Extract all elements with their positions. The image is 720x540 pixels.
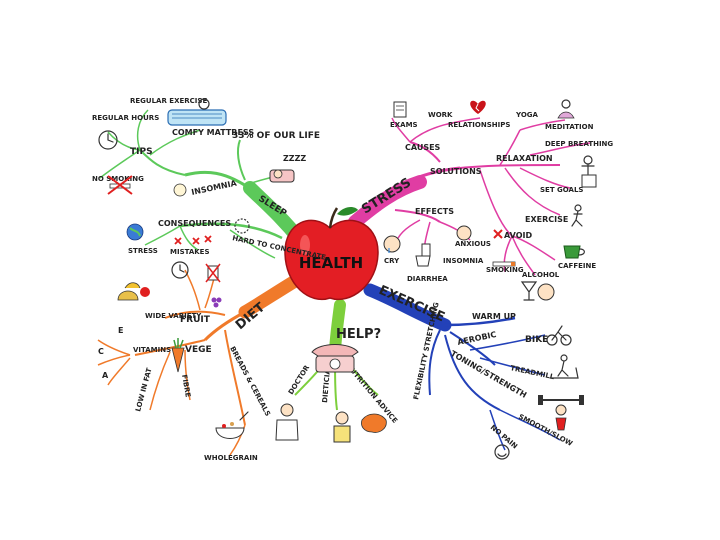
stress-relationships: RELATIONSHIPS bbox=[448, 121, 510, 129]
help-dietician: DIETICIAN bbox=[321, 363, 332, 403]
sleep-zzzz: ZZZZ bbox=[283, 154, 306, 163]
diet-a: A bbox=[102, 371, 109, 380]
sleep-mistakes: MISTAKES bbox=[170, 248, 210, 256]
diet-wide-variety: WIDE VARIETY bbox=[145, 312, 202, 320]
drunk-face-icon bbox=[537, 283, 555, 301]
stress-relaxation: RELAXATION bbox=[496, 154, 553, 163]
avoid-x-icon bbox=[493, 229, 503, 239]
stress-diarrhea: DIARRHEA bbox=[407, 275, 448, 283]
toilet-icon bbox=[415, 243, 431, 267]
fruit-basket-icon bbox=[117, 282, 150, 301]
diet-c: C bbox=[98, 347, 104, 356]
sleep-stress: STRESS bbox=[128, 247, 158, 255]
document-icon bbox=[393, 101, 407, 118]
stress-insomnia: INSOMNIA bbox=[443, 257, 484, 265]
no-drink-icon bbox=[205, 263, 221, 283]
stress-avoid: AVOID bbox=[504, 231, 532, 240]
stress-exams: EXAMS bbox=[390, 121, 418, 129]
exercise-bike: BIKE bbox=[525, 335, 548, 345]
timer-icon bbox=[171, 261, 189, 279]
diet-fibre: FIBRE bbox=[180, 374, 192, 398]
diet-wholegrain: WHOLEGRAIN bbox=[204, 454, 258, 462]
anxious-face-icon bbox=[456, 225, 472, 241]
weightlifter-icon bbox=[538, 395, 584, 431]
diet-vitamins: VITAMINS bbox=[133, 346, 171, 354]
treadmill-icon bbox=[549, 354, 579, 379]
stress-caffeine: CAFFEINE bbox=[558, 262, 596, 270]
sleep-insomnia: INSOMNIA bbox=[191, 178, 239, 197]
broken-heart-icon bbox=[470, 100, 486, 114]
stress-effects: EFFECTS bbox=[415, 207, 454, 216]
sleep-33-of-life: 33% OF OUR LIFE bbox=[232, 131, 320, 141]
stress-yoga: YOGA bbox=[515, 111, 539, 119]
clock-icon bbox=[98, 130, 118, 150]
diet-fruit: FRUIT bbox=[180, 315, 211, 325]
carrot-icon bbox=[171, 338, 185, 373]
diet-e: E bbox=[118, 326, 123, 335]
gear-head-icon bbox=[234, 218, 250, 234]
runner-icon bbox=[571, 204, 583, 227]
stress-alcohol: ALCOHOL bbox=[522, 271, 560, 279]
sleep-regular-hours: REGULAR HOURS bbox=[92, 114, 159, 122]
stress-exercise: EXERCISE bbox=[525, 215, 568, 224]
stress-solutions: SOLUTIONS bbox=[430, 167, 482, 176]
bike-icon bbox=[546, 325, 572, 346]
stress-causes: CAUSES bbox=[405, 143, 441, 152]
mattress-icon bbox=[167, 109, 227, 126]
stress-cry: CRY bbox=[384, 257, 400, 265]
diet-vege: VEGE bbox=[185, 345, 212, 355]
goal-board-icon bbox=[581, 174, 597, 188]
sleep-consequences: CONSEQUENCES bbox=[158, 219, 231, 228]
coffee-cup-icon bbox=[563, 245, 585, 259]
telephone-icon bbox=[311, 344, 359, 373]
stress-deep-breathing: DEEP BREATHING bbox=[545, 140, 613, 148]
exercise-warm-up: WARM UP bbox=[472, 312, 516, 321]
no-smoking-icon bbox=[107, 175, 133, 195]
dietician-icon bbox=[333, 411, 351, 443]
smiley-icon bbox=[494, 444, 510, 460]
exercise-treadmill: TREADMILL bbox=[510, 364, 556, 381]
sleep-tips: TIPS bbox=[130, 147, 153, 157]
sleep-regular-exercise: REGULAR EXERCISE bbox=[130, 97, 207, 105]
sleep-no-smoking: NO SMOKING bbox=[92, 175, 144, 183]
apple-leaf bbox=[337, 207, 358, 216]
stress-anxious: ANXIOUS bbox=[455, 240, 491, 248]
sleep-comfy-mattress: COMFY MATTRESS bbox=[172, 128, 254, 137]
crying-face-icon bbox=[383, 235, 401, 253]
globe-icon bbox=[126, 223, 144, 241]
cocktail-icon bbox=[520, 281, 538, 301]
stress-set-goals: SET GOALS bbox=[540, 186, 583, 194]
breathing-person-icon bbox=[581, 155, 595, 175]
cereal-bowl-icon bbox=[215, 411, 249, 439]
face-icon bbox=[198, 98, 210, 110]
sleeping-person-icon bbox=[269, 169, 295, 183]
mistake-x-icons bbox=[174, 235, 212, 245]
grapes-icon bbox=[211, 297, 222, 308]
cigarette-icon bbox=[492, 261, 516, 267]
stress-work: WORK bbox=[428, 111, 453, 119]
exercise-aerobic: AEROBIC bbox=[457, 330, 498, 347]
branch-label-help: HELP? bbox=[336, 327, 381, 342]
apple-stem bbox=[328, 207, 339, 229]
doctor-icon bbox=[275, 403, 299, 441]
meditation-person-icon bbox=[557, 99, 575, 119]
health-apple bbox=[284, 207, 379, 301]
tired-face-icon bbox=[173, 183, 187, 197]
branch-exercise-lines bbox=[363, 283, 561, 451]
australia-map-icon bbox=[361, 413, 387, 433]
stress-meditation: MEDITATION bbox=[545, 123, 594, 131]
stress-smoking: SMOKING bbox=[486, 266, 524, 274]
center-label: HEALTH bbox=[299, 254, 363, 272]
